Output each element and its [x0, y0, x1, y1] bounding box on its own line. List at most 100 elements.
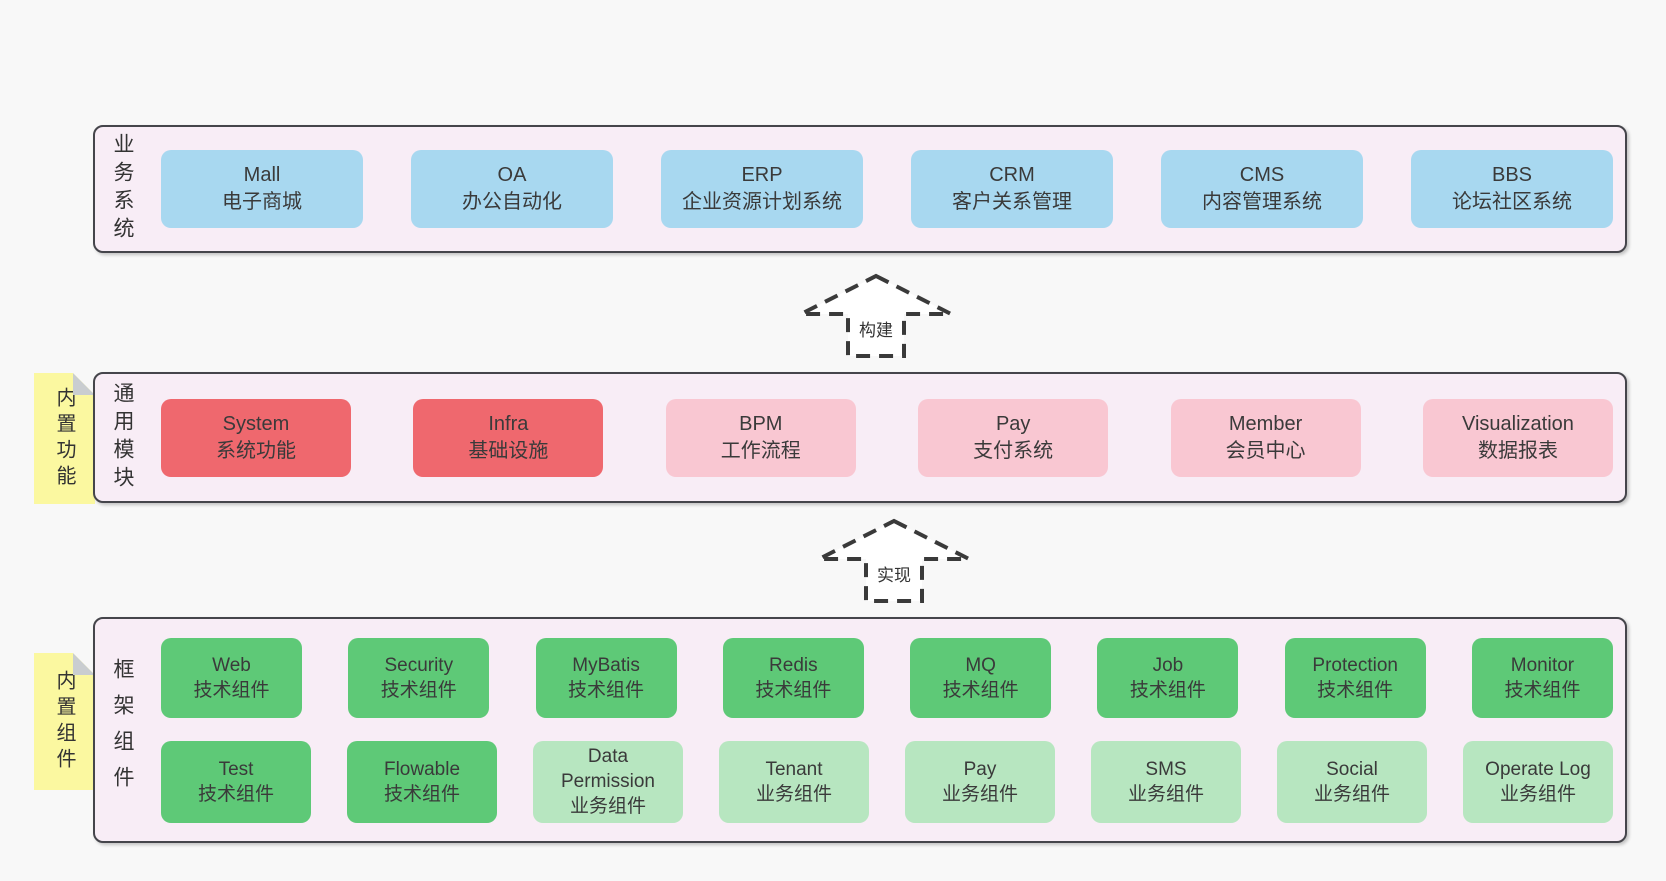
implement-arrow: 实现: [814, 518, 974, 604]
box-crm: CRM 客户关系管理: [911, 150, 1113, 228]
box-sms: SMS 业务组件: [1091, 740, 1241, 823]
box-pay-component: Pay 业务组件: [905, 740, 1055, 823]
box-tenant-title: Tenant: [765, 758, 823, 780]
box-oa: OA 办公自动化: [411, 150, 613, 228]
box-job-subtitle: 技术组件: [1129, 679, 1206, 701]
box-tenant: Tenant 业务组件: [719, 740, 869, 823]
panel-framework-components: 框架组件 Web 技术组件 Security 技术组件 MyBatis 技术组件…: [93, 617, 1627, 843]
box-cms-title: CMS: [1239, 164, 1285, 186]
box-mall-subtitle: 电子商城: [222, 191, 302, 213]
box-sms-subtitle: 业务组件: [1127, 783, 1204, 805]
box-mall: Mall 电子商城: [161, 150, 363, 228]
box-security: Security 技术组件: [348, 637, 490, 718]
box-data-permission-subtitle: 业务组件: [569, 796, 646, 817]
box-redis-subtitle: 技术组件: [755, 679, 832, 701]
folded-corner-icon: [73, 373, 95, 395]
box-mybatis: MyBatis 技术组件: [535, 637, 677, 718]
box-flowable-title: Flowable: [383, 758, 461, 780]
box-member-subtitle: 会员中心: [1225, 439, 1306, 462]
box-web-subtitle: 技术组件: [193, 679, 270, 701]
box-bpm-title: BPM: [739, 412, 783, 435]
box-bpm: BPM 工作流程: [665, 398, 856, 477]
sticky-note-builtin-functions: 内置功能: [34, 373, 95, 504]
box-operate-log: Operate Log 业务组件: [1463, 740, 1613, 823]
box-member: Member 会员中心: [1170, 398, 1361, 477]
folded-corner-icon: [73, 653, 95, 675]
box-pay-component-subtitle: 业务组件: [941, 783, 1018, 805]
sticky-functions-label: 内置功能: [53, 386, 75, 491]
box-protection: Protection 技术组件: [1284, 637, 1426, 718]
box-infra-subtitle: 基础设施: [468, 439, 549, 462]
framework-boxes: Web 技术组件 Security 技术组件 MyBatis 技术组件 Redi…: [137, 619, 1625, 841]
box-sms-title: SMS: [1145, 758, 1187, 780]
box-monitor-title: Monitor: [1510, 654, 1575, 676]
box-erp: ERP 企业资源计划系统: [661, 150, 863, 228]
box-data-permission: Data Permission 业务组件: [533, 740, 683, 823]
box-cms-subtitle: 内容管理系统: [1202, 191, 1322, 213]
box-system-title: System: [222, 412, 290, 435]
box-mybatis-title: MyBatis: [572, 654, 640, 676]
box-operate-log-subtitle: 业务组件: [1499, 783, 1576, 805]
box-infra-title: Infra: [488, 412, 529, 435]
box-bbs-title: BBS: [1491, 164, 1533, 186]
box-social: Social 业务组件: [1277, 740, 1427, 823]
box-mq-subtitle: 技术组件: [942, 679, 1019, 701]
box-visualization-subtitle: 数据报表: [1477, 439, 1558, 462]
box-member-title: Member: [1228, 412, 1303, 435]
panel-framework-label: 框架组件: [111, 658, 134, 802]
panel-business-systems: 业务系统 Mall 电子商城 OA 办公自动化 ERP 企业资源计划系统 CRM…: [93, 125, 1627, 253]
box-system-subtitle: 系统功能: [216, 439, 296, 462]
box-test: Test 技术组件: [161, 740, 311, 823]
box-redis: Redis 技术组件: [722, 637, 864, 718]
box-flowable-subtitle: 技术组件: [383, 783, 460, 805]
box-pay-system: Pay 支付系统: [918, 398, 1109, 477]
sticky-components-label: 内置组件: [53, 669, 75, 774]
box-visualization: Visualization 数据报表: [1422, 398, 1613, 477]
box-job-title: Job: [1152, 654, 1184, 676]
box-pay-component-title: Pay: [963, 758, 997, 780]
box-social-subtitle: 业务组件: [1313, 783, 1390, 805]
sticky-note-builtin-components: 内置组件: [34, 653, 95, 790]
box-pay-system-title: Pay: [995, 412, 1031, 435]
box-test-subtitle: 技术组件: [197, 783, 274, 805]
implement-arrow-label: 实现: [872, 560, 916, 587]
build-arrow-label: 构建: [854, 315, 898, 342]
box-bbs-subtitle: 论坛社区系统: [1452, 191, 1572, 213]
box-tenant-subtitle: 业务组件: [755, 783, 832, 805]
box-cms: CMS 内容管理系统: [1161, 150, 1363, 228]
box-redis-title: Redis: [769, 654, 818, 676]
framework-row-2: Test 技术组件 Flowable 技术组件 Data Permission …: [161, 740, 1613, 823]
box-protection-subtitle: 技术组件: [1317, 679, 1394, 701]
box-crm-subtitle: 客户关系管理: [952, 191, 1072, 213]
box-monitor: Monitor 技术组件: [1471, 637, 1613, 718]
panel-modules-label: 通用模块: [111, 381, 134, 494]
box-visualization-title: Visualization: [1461, 412, 1574, 435]
module-boxes: System 系统功能 Infra 基础设施 BPM 工作流程 Pay 支付系统…: [137, 374, 1625, 501]
box-crm-title: CRM: [989, 164, 1035, 186]
box-web: Web 技术组件: [161, 637, 302, 718]
build-arrow: 构建: [796, 273, 956, 359]
box-flowable: Flowable 技术组件: [347, 740, 497, 823]
box-test-title: Test: [218, 758, 254, 780]
framework-row-1: Web 技术组件 Security 技术组件 MyBatis 技术组件 Redi…: [161, 637, 1613, 718]
box-system: System 系统功能: [161, 398, 351, 477]
box-mq-title: MQ: [965, 654, 996, 676]
box-bpm-subtitle: 工作流程: [720, 439, 801, 462]
box-mybatis-subtitle: 技术组件: [568, 679, 645, 701]
box-security-title: Security: [384, 654, 454, 676]
box-erp-title: ERP: [741, 164, 783, 186]
box-security-subtitle: 技术组件: [380, 679, 457, 701]
box-oa-subtitle: 办公自动化: [462, 191, 562, 213]
business-boxes: Mall 电子商城 OA 办公自动化 ERP 企业资源计划系统 CRM 客户关系…: [137, 127, 1625, 251]
box-mall-title: Mall: [243, 164, 281, 186]
box-pay-system-subtitle: 支付系统: [973, 439, 1054, 462]
box-job: Job 技术组件: [1097, 637, 1239, 718]
box-data-permission-title: Data Permission: [561, 746, 655, 792]
box-mq: MQ 技术组件: [910, 637, 1052, 718]
box-bbs: BBS 论坛社区系统: [1411, 150, 1613, 228]
panel-business-label: 业务系统: [111, 133, 134, 245]
box-web-title: Web: [212, 654, 251, 676]
box-operate-log-title: Operate Log: [1485, 758, 1591, 780]
box-monitor-subtitle: 技术组件: [1504, 679, 1581, 701]
